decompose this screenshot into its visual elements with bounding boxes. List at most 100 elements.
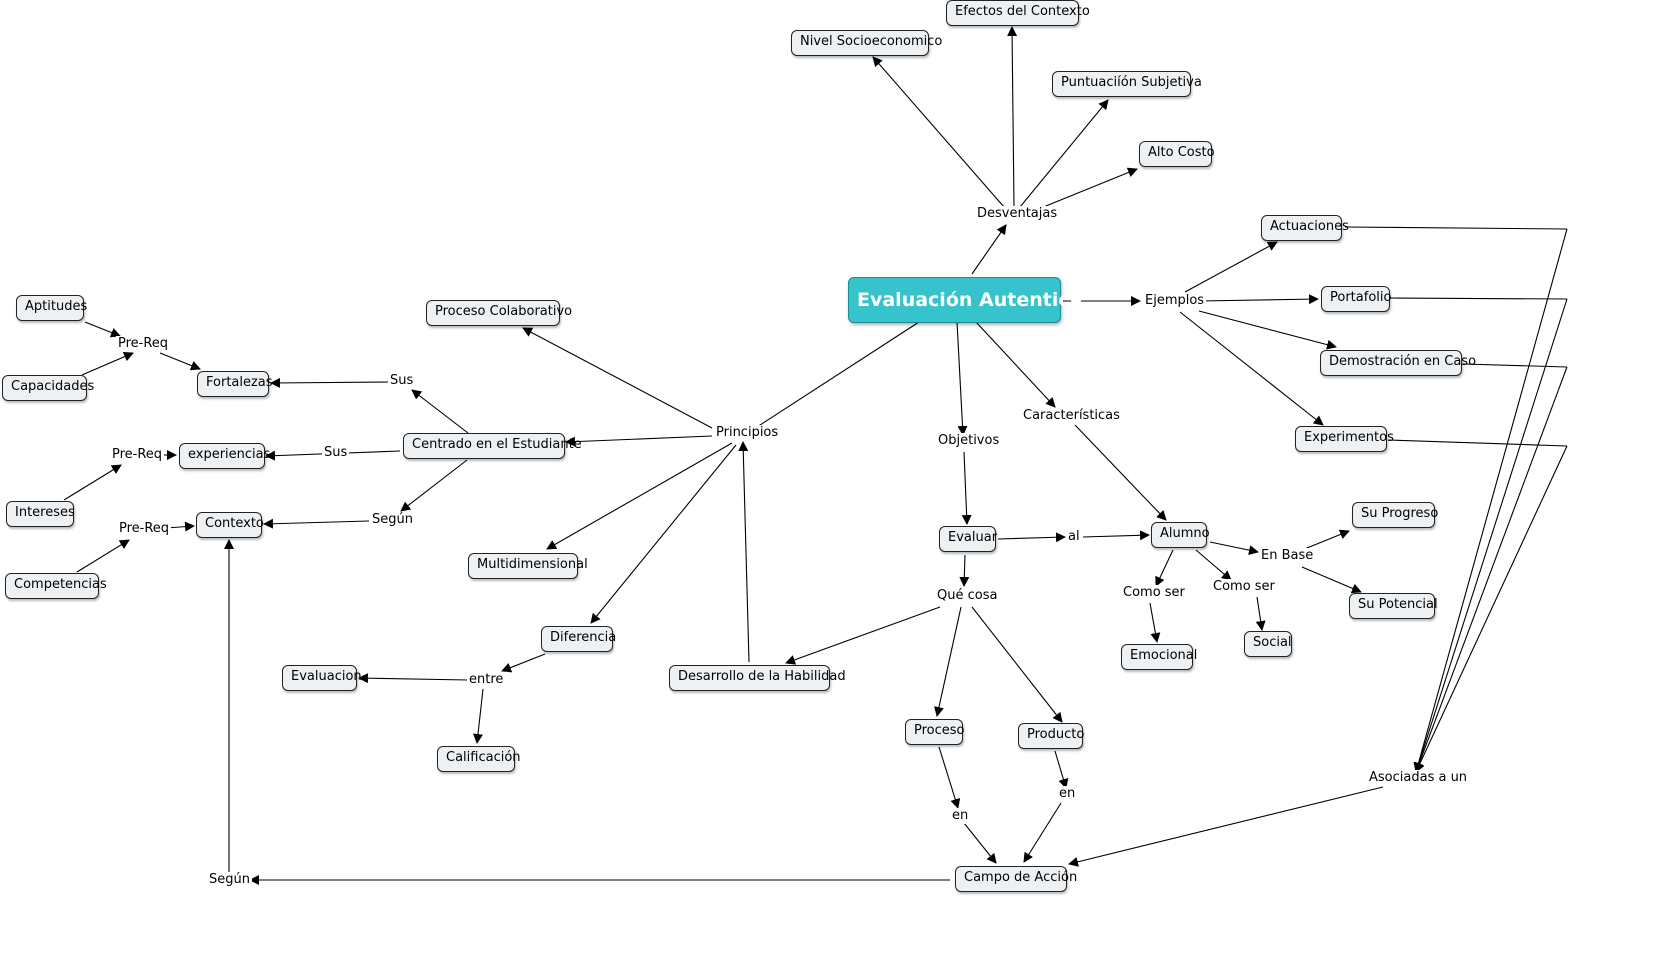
connector-line — [81, 351, 134, 376]
label-prereq-contexto[interactable]: Pre-Req — [117, 521, 172, 537]
connector-line — [1068, 786, 1384, 867]
connector-line — [971, 224, 1007, 275]
label-segun-mid[interactable]: Según — [370, 512, 415, 528]
connector-line — [1255, 596, 1266, 631]
label-que-cosa[interactable]: Qué cosa — [935, 588, 1000, 604]
connector-line — [1198, 310, 1337, 350]
label-en-producto[interactable]: en — [1057, 786, 1078, 802]
connector-line — [590, 444, 737, 624]
connector-line — [1082, 530, 1150, 541]
node-competencias[interactable]: Competencias — [5, 573, 107, 599]
node-multidimensional[interactable]: Multidimensional — [468, 553, 588, 579]
node-intereses[interactable]: Intereses — [6, 501, 75, 527]
connector-line — [1184, 241, 1278, 293]
connector-line — [971, 606, 1063, 723]
node-social[interactable]: Social — [1244, 631, 1292, 657]
connector-line — [565, 435, 713, 447]
connector-line — [1414, 366, 1568, 773]
label-asociadas[interactable]: Asociadas a un — [1367, 770, 1470, 786]
label-como-ser-emocional[interactable]: Como ser — [1121, 585, 1187, 601]
connector-line — [956, 321, 968, 436]
node-contexto[interactable]: Contexto — [196, 512, 264, 538]
node-experiencias[interactable]: experiencias — [179, 443, 270, 469]
edges — [63, 26, 1568, 885]
node-calificacion[interactable]: Calificación — [437, 746, 521, 772]
connector-line — [400, 459, 468, 512]
label-principios[interactable]: Principios — [714, 425, 781, 441]
connector-line — [1344, 226, 1568, 230]
node-alto-costo[interactable]: Alto Costo — [1139, 141, 1215, 167]
connector-line — [1019, 99, 1109, 208]
connector-line — [63, 464, 122, 501]
connector-line — [1462, 363, 1568, 368]
label-segun-bottom[interactable]: Según — [207, 872, 252, 888]
label-prereq-experiencias[interactable]: Pre-Req — [110, 447, 165, 463]
connector-line — [263, 518, 370, 529]
connector-line — [1035, 167, 1138, 211]
node-puntuacion-subjetiva[interactable]: Puntuaciíón Subjetiva — [1052, 71, 1202, 97]
connector-line — [546, 442, 733, 550]
label-ejemplos[interactable]: Ejemplos — [1143, 293, 1207, 309]
node-portafolio[interactable]: Portafolio — [1321, 286, 1391, 312]
node-emocional[interactable]: Emocional — [1121, 644, 1197, 670]
label-en-base[interactable]: En Base — [1259, 548, 1316, 564]
connector-line — [1388, 439, 1568, 447]
connector-line — [1179, 311, 1324, 426]
connector-line — [1301, 566, 1362, 594]
connector-line — [1074, 424, 1167, 521]
connector-line — [975, 321, 1056, 408]
node-desarrollo-habilidad[interactable]: Desarrollo de la Habilidad — [669, 665, 846, 691]
label-como-ser-social[interactable]: Como ser — [1211, 579, 1277, 595]
connector-line — [997, 532, 1066, 543]
connector-line — [473, 688, 484, 744]
label-entre[interactable]: entre — [467, 672, 506, 688]
connector-line — [159, 352, 201, 371]
node-experimentos[interactable]: Experimentos — [1295, 426, 1394, 452]
connector-line — [1413, 298, 1568, 773]
label-desventajas[interactable]: Desventajas — [975, 206, 1060, 222]
label-sus-experiencias[interactable]: Sus — [322, 445, 350, 461]
node-alumno[interactable]: Alumno — [1151, 522, 1210, 548]
connector-line — [1023, 802, 1062, 863]
node-actuaciones[interactable]: Actuaciones — [1261, 215, 1349, 241]
node-demostracion-caso[interactable]: Demostración en Caso — [1320, 350, 1476, 376]
label-en-proceso[interactable]: en — [950, 808, 971, 824]
connector-line — [1198, 294, 1319, 305]
connector-line — [76, 539, 130, 573]
connector-line — [934, 606, 962, 717]
node-capacidades[interactable]: Capacidades — [2, 375, 94, 401]
node-diferencia[interactable]: Diferencia — [541, 626, 616, 652]
node-su-progreso[interactable]: Su Progreso — [1352, 502, 1438, 528]
label-sus-fortalezas[interactable]: Sus — [388, 373, 416, 389]
node-nivel-socioeconomico[interactable]: Nivel Socioeconomico — [791, 30, 942, 56]
node-aptitudes[interactable]: Aptitudes — [16, 295, 87, 321]
connector-line — [1301, 529, 1350, 551]
node-proceso-colaborativo[interactable]: Proceso Colaborativo — [426, 300, 572, 326]
node-su-potencial[interactable]: Su Potencial — [1349, 593, 1438, 619]
connector-line — [963, 822, 997, 864]
connector-line — [872, 56, 1005, 208]
label-al[interactable]: al — [1066, 529, 1082, 545]
node-centrado-estudiante[interactable]: Centrado en el Estudiante — [403, 433, 582, 459]
node-evaluacion[interactable]: Evaluacion — [282, 665, 362, 691]
connector-line — [1155, 549, 1174, 587]
connector-line — [1149, 602, 1161, 643]
node-producto[interactable]: Producto — [1018, 723, 1084, 749]
label-prereq-fortalezas[interactable]: Pre-Req — [116, 336, 171, 352]
node-evaluar[interactable]: Evaluar — [939, 526, 997, 552]
connector-line — [738, 441, 750, 663]
main-concept-node[interactable]: Evaluación Autentica — [848, 277, 1082, 323]
connector-line — [84, 321, 121, 338]
connector-line — [785, 606, 941, 665]
node-fortalezas[interactable]: Fortalezas — [197, 371, 273, 397]
connector-line — [1415, 445, 1568, 773]
node-proceso[interactable]: Proceso — [905, 719, 965, 745]
connector-line — [270, 377, 389, 388]
connector-line — [959, 554, 970, 587]
node-campo-accion[interactable]: Campo de Acción — [955, 866, 1077, 892]
node-efectos-contexto[interactable]: Efectos del Contexto — [946, 0, 1090, 26]
label-caracteristicas[interactable]: Características — [1021, 408, 1122, 424]
label-objetivos[interactable]: Objetivos — [936, 433, 1002, 449]
